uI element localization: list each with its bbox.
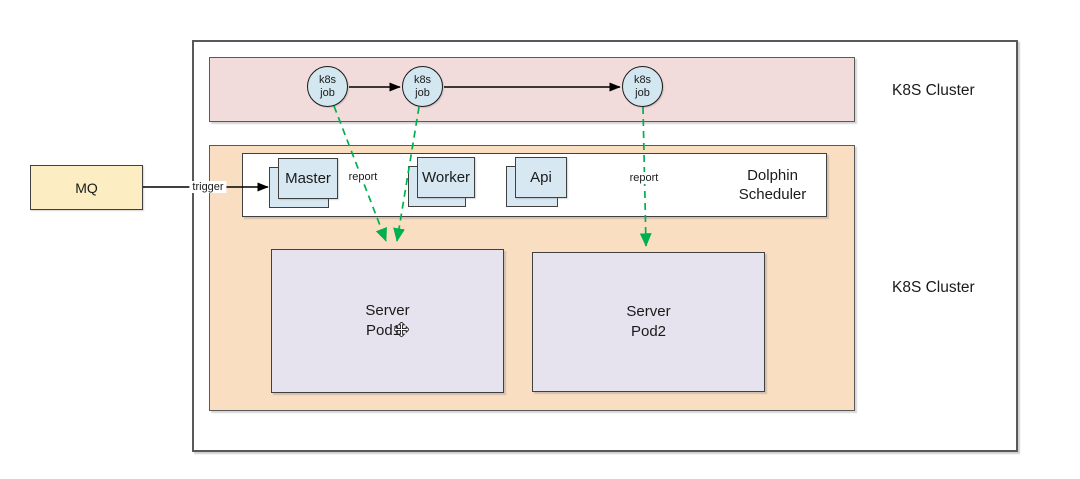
master-component[interactable]: Master xyxy=(269,157,338,208)
server-pod1-line1: Server xyxy=(365,302,410,319)
server-pod2-box[interactable]: Server Pod2 xyxy=(532,252,765,392)
k8s-job-2-line2: job xyxy=(415,86,430,99)
server-pod1-box[interactable]: Server Pod1 xyxy=(271,249,504,393)
k8s-jobs-band[interactable] xyxy=(209,57,855,122)
report-label-right: report xyxy=(626,172,662,184)
dolphin-scheduler-title-line2: Scheduler xyxy=(738,186,807,203)
k8s-job-1-line2: job xyxy=(320,86,335,99)
k8s-job-2-line1: k8s xyxy=(413,74,432,86)
master-label: Master xyxy=(285,170,331,187)
worker-component[interactable]: Worker xyxy=(408,156,475,207)
move-cursor-icon xyxy=(393,321,410,338)
server-pod1-line2: Pod1 xyxy=(365,321,410,341)
k8s-job-3-line2: job xyxy=(635,86,650,99)
k8s-cluster-label-top: K8S Cluster xyxy=(892,82,975,99)
k8s-job-3-line1: k8s xyxy=(633,74,652,86)
report-label-left: report xyxy=(345,171,381,183)
k8s-job-circle-1[interactable]: k8s job xyxy=(307,66,348,107)
trigger-label: trigger xyxy=(189,181,227,193)
worker-label: Worker xyxy=(421,169,471,186)
api-front-box: Api xyxy=(515,157,567,198)
k8s-job-1-line1: k8s xyxy=(318,74,337,86)
k8s-cluster-label-bottom: K8S Cluster xyxy=(892,279,975,296)
server-pod2-line1: Server xyxy=(626,303,671,320)
dolphin-scheduler-title: Dolphin Scheduler xyxy=(705,166,840,204)
master-front-box: Master xyxy=(278,158,338,199)
k8s-job-circle-3[interactable]: k8s job xyxy=(622,66,663,107)
mq-box[interactable]: MQ xyxy=(30,165,143,210)
server-pod2-line2: Pod2 xyxy=(630,323,667,340)
k8s-job-circle-2[interactable]: k8s job xyxy=(402,66,443,107)
dolphin-scheduler-title-line1: Dolphin xyxy=(747,167,798,184)
mq-label: MQ xyxy=(75,179,98,196)
worker-front-box: Worker xyxy=(417,157,475,198)
api-component[interactable]: Api xyxy=(506,156,567,207)
api-label: Api xyxy=(530,169,552,186)
